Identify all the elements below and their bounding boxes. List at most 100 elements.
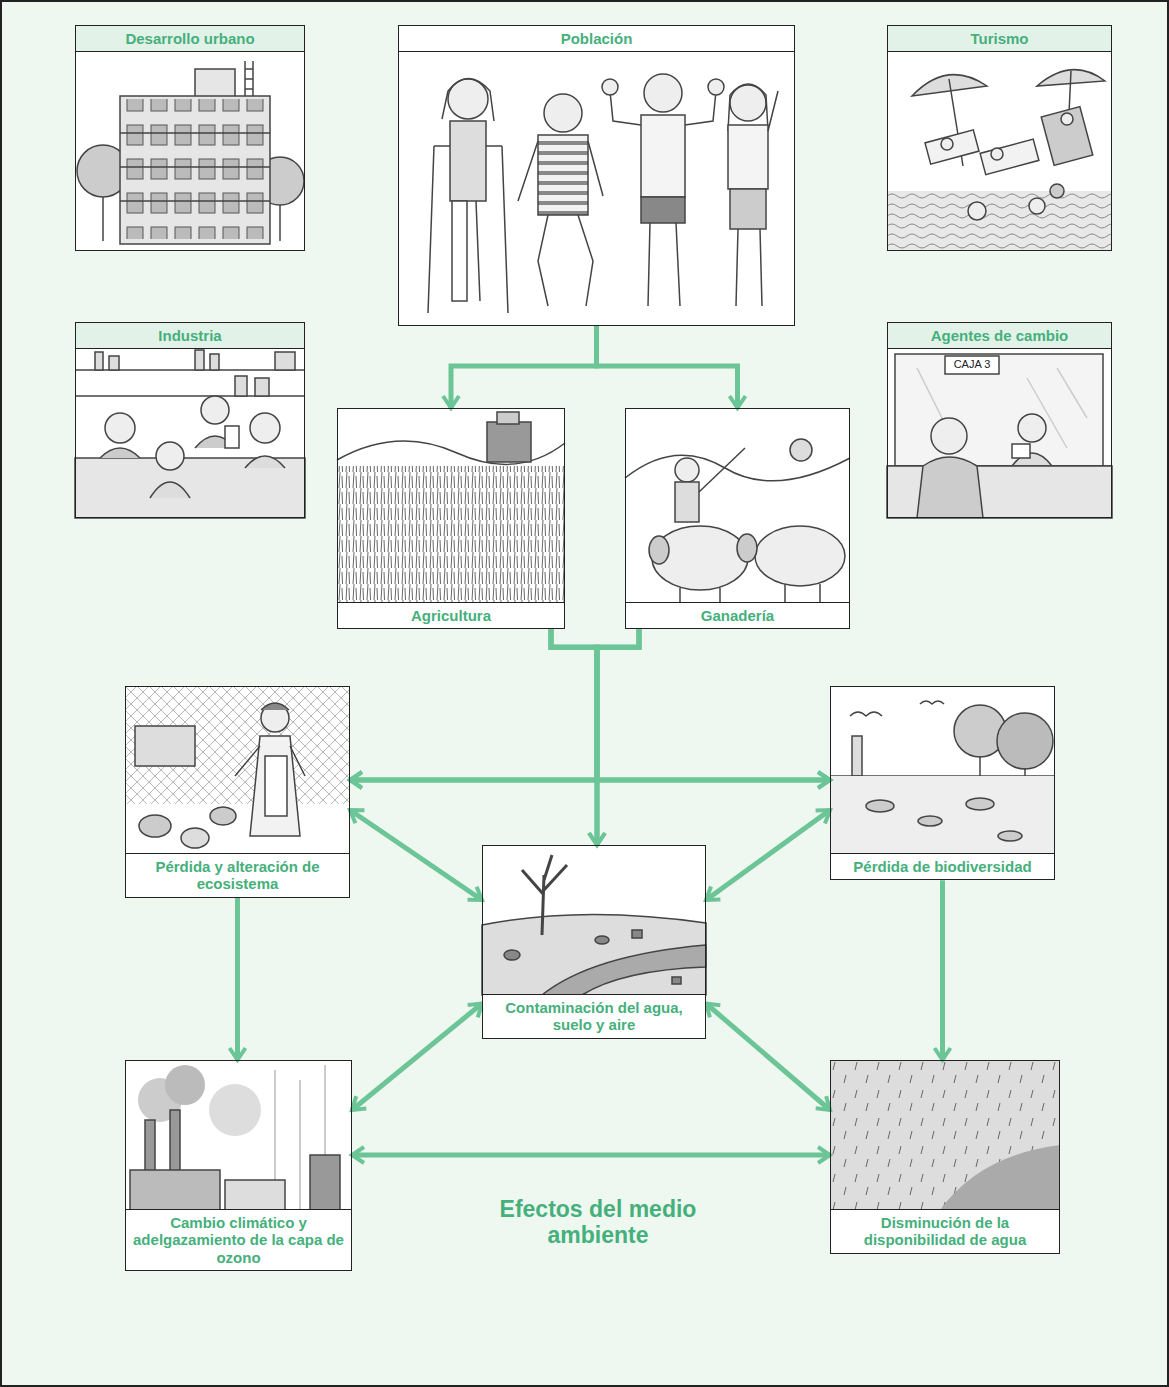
box-title: Industria bbox=[75, 322, 305, 348]
bank-picture-part bbox=[1018, 414, 1046, 442]
sheep-picture-part bbox=[755, 526, 845, 586]
picture-box: Disminución de la disponibilidad de agua bbox=[830, 1060, 1060, 1254]
bank-picture-part bbox=[887, 348, 1112, 518]
flow-arrow bbox=[551, 629, 830, 780]
pollution-picture-part bbox=[504, 950, 520, 960]
picture-box: Contaminación del agua, suelo y aire bbox=[482, 845, 706, 1039]
factory-picture-part bbox=[130, 1170, 220, 1210]
box-title: Agentes de cambio bbox=[887, 322, 1112, 348]
beach-picture-part bbox=[1050, 184, 1064, 198]
flow-arrow bbox=[706, 810, 830, 900]
factory-picture-part bbox=[310, 1155, 340, 1210]
flow-arrow bbox=[451, 326, 597, 408]
field-picture-part bbox=[337, 466, 565, 603]
shop-picture-part bbox=[75, 348, 305, 518]
box-title: Pérdida y alteración de ecosistema bbox=[125, 854, 350, 898]
pollution-picture-part bbox=[522, 855, 567, 935]
picture-box: Ganadería bbox=[625, 408, 850, 629]
rain-picture-part bbox=[830, 1060, 1060, 1210]
box-title-text: Cambio climático y adelgazamiento de la … bbox=[132, 1214, 345, 1266]
building-picture-part bbox=[120, 96, 270, 244]
people-picture-part bbox=[728, 84, 768, 131]
beach-picture-part bbox=[980, 139, 1039, 174]
pollution-picture-part bbox=[482, 845, 706, 995]
sheep-picture-part bbox=[680, 584, 820, 603]
factory-picture-part bbox=[209, 1084, 261, 1136]
shop-picture-part bbox=[250, 413, 280, 443]
hens-picture bbox=[125, 686, 350, 854]
box-title: Desarrollo urbano bbox=[75, 25, 305, 51]
nature-picture-part bbox=[850, 701, 944, 716]
bank-picture bbox=[887, 348, 1112, 518]
hens-picture-part bbox=[210, 807, 236, 825]
shop-picture-part bbox=[109, 356, 119, 370]
shop-picture-part bbox=[255, 378, 269, 396]
picture-box: Desarrollo urbano bbox=[75, 25, 305, 251]
pollution-picture-part bbox=[595, 936, 609, 944]
factory-picture bbox=[125, 1060, 352, 1210]
beach-picture-part bbox=[887, 191, 1112, 251]
box-title-text: Turismo bbox=[894, 30, 1105, 47]
factory-picture-part bbox=[165, 1065, 205, 1105]
picture-frame bbox=[398, 51, 795, 326]
bank-picture-part bbox=[1012, 444, 1030, 458]
rain-picture-part bbox=[830, 1060, 1060, 1210]
nature-picture-part bbox=[918, 816, 942, 826]
shop-picture-part bbox=[235, 376, 247, 396]
building-picture bbox=[75, 51, 305, 251]
picture-frame bbox=[75, 51, 305, 251]
beach-picture-part bbox=[968, 202, 986, 220]
shop-picture-part bbox=[105, 413, 135, 443]
bank-picture-part bbox=[895, 354, 1103, 466]
people-picture-part bbox=[544, 94, 582, 132]
beach-picture-part bbox=[887, 191, 1112, 251]
box-title: Agricultura bbox=[337, 603, 565, 629]
nature-picture-part bbox=[830, 776, 1055, 854]
hens-picture-part bbox=[235, 746, 305, 776]
flow-arrow bbox=[235, 898, 240, 1061]
box-title-text: Pérdida de biodiversidad bbox=[837, 858, 1048, 875]
bank-picture-part bbox=[945, 356, 999, 374]
nature-picture-part bbox=[852, 736, 862, 776]
picture-frame bbox=[887, 348, 1112, 518]
box-title: Población bbox=[398, 25, 795, 51]
flow-arrow bbox=[597, 326, 738, 408]
picture-box: Pérdida de biodiversidad bbox=[830, 686, 1055, 880]
shop-picture bbox=[75, 348, 305, 518]
box-title-text: Disminución de la disponibilidad de agua bbox=[837, 1214, 1053, 1249]
box-title: Disminución de la disponibilidad de agua bbox=[830, 1210, 1060, 1254]
box-title: Turismo bbox=[887, 25, 1112, 51]
people-picture-part bbox=[450, 121, 486, 201]
beach-picture-part bbox=[1041, 107, 1093, 166]
people-picture-part bbox=[398, 51, 795, 326]
hens-picture-part bbox=[125, 686, 350, 854]
people-picture-part bbox=[708, 79, 724, 95]
sheep-picture-part bbox=[737, 534, 757, 562]
building-picture-part bbox=[120, 133, 270, 201]
nature-picture-part bbox=[830, 686, 1055, 854]
sheep-picture-part bbox=[790, 439, 812, 461]
pollution-picture-part bbox=[542, 945, 706, 995]
beach-picture-part bbox=[1029, 198, 1045, 214]
people-picture-part bbox=[442, 79, 494, 122]
people-picture-part bbox=[452, 201, 467, 301]
sign-text: CAJA 3 bbox=[945, 358, 999, 370]
people-picture-part bbox=[730, 189, 766, 229]
field-picture bbox=[337, 408, 565, 603]
box-title: Ganadería bbox=[625, 603, 850, 629]
people-picture-part bbox=[538, 215, 593, 306]
picture-box: Agentes de cambio bbox=[887, 322, 1112, 518]
factory-picture-part bbox=[225, 1180, 285, 1210]
picture-frame bbox=[125, 686, 350, 854]
flow-arrow bbox=[352, 1004, 482, 1111]
picture-box: Pérdida y alteración de ecosistema bbox=[125, 686, 350, 898]
hens-picture-part bbox=[261, 704, 289, 732]
people-picture-part bbox=[602, 79, 618, 95]
hens-picture-part bbox=[265, 756, 287, 816]
diagram-title: Efectos del medio ambiente bbox=[482, 1196, 714, 1249]
building-picture-part bbox=[125, 99, 265, 239]
people-picture-part bbox=[610, 91, 716, 125]
beach-picture-part bbox=[991, 148, 1003, 160]
